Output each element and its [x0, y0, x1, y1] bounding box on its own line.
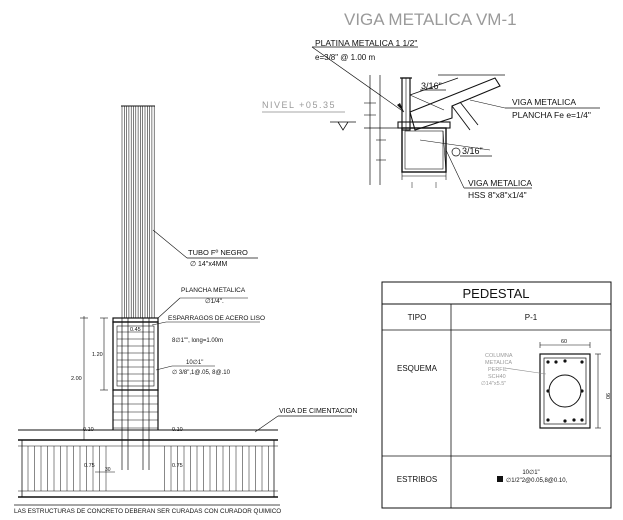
dim-60: 60: [561, 339, 567, 345]
ghost-label-2: METALICA: [485, 360, 512, 366]
tube-column: [121, 106, 155, 318]
esparragos-label: ESPARRAGOS DE ACERO LISO: [168, 315, 265, 322]
plancha-metalica-label: PLANCHA METALICA: [181, 287, 246, 294]
platina-label: PLATINA METALICA 1 1/2": [315, 38, 417, 48]
plancha-label: PLANCHA Fe e=1/4": [512, 110, 591, 120]
nivel-label: NIVEL +05.35: [262, 100, 336, 110]
rebar-stirrups: ∅ 3/8",1@.05, 8@.10: [172, 369, 231, 376]
ghost-label-3: PERFIL: [488, 367, 507, 373]
curing-note: LAS ESTRUCTURAS DE CONCRETO DEBERAN SER …: [14, 508, 281, 515]
pedestal-title: PEDESTAL: [463, 286, 530, 301]
pedestal-table: PEDESTAL TIPO P-1 ESQUEMA ESTRIBOS 60 90…: [381, 281, 612, 509]
estribos-spec: ∅1/2"2@0.05,8@0.10,: [506, 477, 568, 484]
weld-top-label: 3/16": [421, 81, 442, 91]
rebar-main: 10∅1": [186, 359, 203, 366]
dim-075-right: 0.75: [172, 463, 183, 469]
drawing-title: VIGA METALICA VM-1: [344, 10, 517, 29]
scheme-rebars: [546, 359, 584, 423]
col-value: P-1: [525, 313, 538, 322]
dim-200: 2.00: [71, 376, 82, 382]
plancha-metalica-size: ∅1/4".: [205, 298, 224, 305]
weld-bottom-label: 3/16": [462, 146, 483, 156]
row-estribos: ESTRIBOS: [397, 475, 437, 484]
ghost-label-5: ∅14"x5.5": [481, 380, 506, 387]
row-esquema: ESQUEMA: [397, 364, 438, 373]
dim-30: 30: [105, 467, 111, 473]
beam-detail: PLATINA METALICA 1 1/2" e=3/8" @ 1.00 m: [311, 38, 600, 200]
dim-010-left: 0.10: [83, 427, 94, 433]
tubo-label: TUBO Fº NEGRO: [188, 248, 248, 257]
column-elevation: NIVEL +05.35 TUBO Fº NEGRO ∅ 14"x4MM PLA…: [14, 100, 357, 515]
estribos-main: 10∅1": [522, 469, 539, 476]
stirrup-icon: [497, 476, 503, 482]
ghost-label-4: SCH40: [488, 374, 506, 380]
dim-010-right: 0.10: [172, 427, 183, 433]
dim-120: 1.20: [92, 352, 103, 358]
ghost-label-1: COLUMNA: [485, 353, 513, 359]
viga-cimentacion-label: VIGA DE CIMENTACION: [279, 408, 357, 415]
platina-spacing: e=3/8" @ 1.00 m: [315, 53, 375, 62]
col-tipo: TIPO: [408, 313, 427, 322]
tubo-size: ∅ 14"x4MM: [190, 261, 228, 268]
esparragos-spec: 8∅1"", long=1.00m: [172, 337, 223, 344]
dim-90: 90: [604, 393, 610, 399]
ground-beam-stirrups: [27, 446, 269, 491]
lower-stirrups: [113, 395, 158, 429]
plancha-dim: 0.45: [130, 327, 141, 333]
viga-metalica-top-label: VIGA METALICA: [512, 97, 576, 107]
hss-label: HSS 8"x8"x1/4": [468, 190, 527, 200]
pedestal-stirrups: [117, 331, 154, 382]
viga-metalica-bottom-label: VIGA METALICA: [468, 178, 532, 188]
dim-075-left: 0.75: [84, 463, 95, 469]
